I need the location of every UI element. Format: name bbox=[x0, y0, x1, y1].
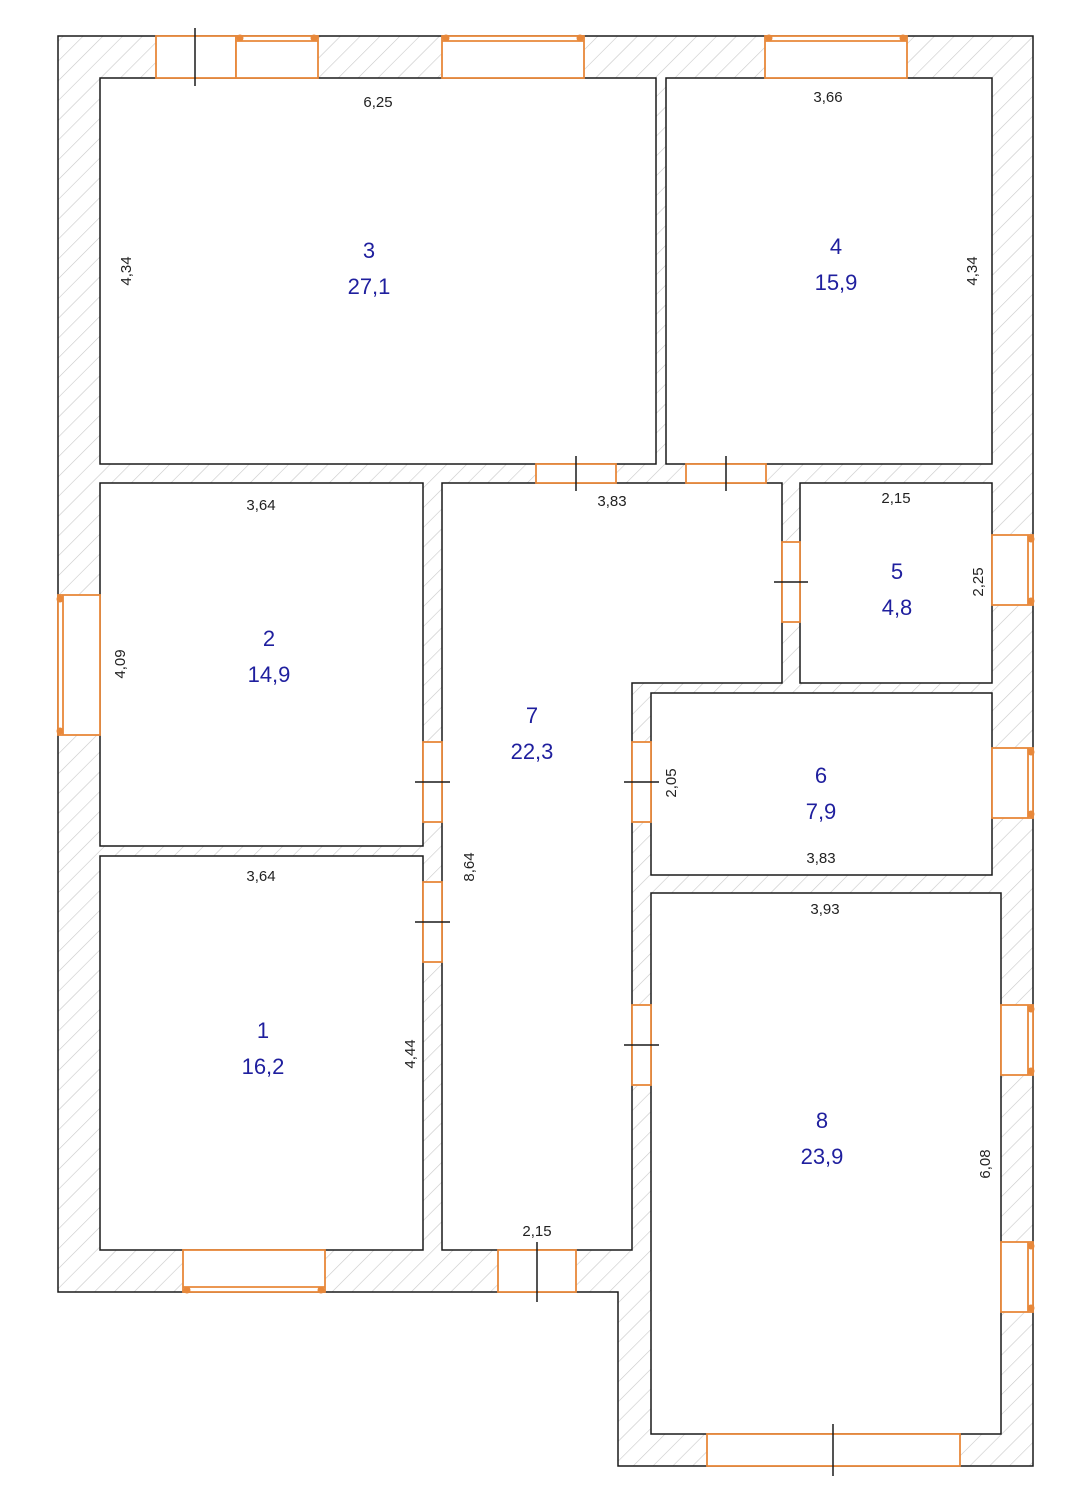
room-3-area: 27,1 bbox=[348, 274, 391, 299]
door-room3-hall bbox=[535, 456, 617, 491]
room-6-floor bbox=[650, 692, 993, 876]
windows bbox=[56, 28, 1035, 1476]
room-labels: 3 27,1 4 15,9 2 14,9 1 16,2 7 22,3 5 4,8… bbox=[242, 234, 913, 1169]
dim-room3-width: 6,25 bbox=[363, 94, 392, 111]
window-right-room8-a bbox=[1000, 1004, 1035, 1076]
dim-room5-height: 2,25 bbox=[970, 567, 987, 596]
window-right-room6 bbox=[991, 747, 1035, 819]
dim-room1-height: 4,44 bbox=[402, 1039, 419, 1068]
room-1-number: 1 bbox=[257, 1018, 269, 1043]
dim-room7-width-top: 3,83 bbox=[597, 493, 626, 510]
dim-room7-width-bottom: 2,15 bbox=[522, 1223, 551, 1240]
window-top-1 bbox=[155, 28, 237, 86]
window-top-4 bbox=[764, 34, 908, 79]
room-4-area: 15,9 bbox=[815, 270, 858, 295]
room-2-floor bbox=[99, 482, 424, 847]
door-room8-hall bbox=[624, 1004, 659, 1086]
room-4-floor bbox=[665, 77, 993, 465]
dim-room2-width: 3,64 bbox=[246, 497, 275, 514]
room-7-area: 22,3 bbox=[511, 739, 554, 764]
door-room4-hall bbox=[685, 456, 767, 491]
dimension-labels: 6,25 4,34 3,66 4,34 3,64 4,09 3,64 4,44 … bbox=[112, 89, 994, 1240]
doors bbox=[415, 456, 808, 1302]
window-bottom-room8 bbox=[706, 1424, 961, 1476]
dim-room1-width: 3,64 bbox=[246, 868, 275, 885]
dim-room2-height: 4,09 bbox=[112, 649, 129, 678]
room-5-floor bbox=[799, 482, 993, 684]
room-1-floor bbox=[99, 855, 424, 1251]
room-1-area: 16,2 bbox=[242, 1054, 285, 1079]
window-left-room2 bbox=[56, 594, 101, 736]
room-6-area: 7,9 bbox=[806, 799, 837, 824]
door-room2-hall bbox=[415, 741, 450, 823]
room-2-number: 2 bbox=[263, 626, 275, 651]
room-2-area: 14,9 bbox=[248, 662, 291, 687]
room-6-number: 6 bbox=[815, 763, 827, 788]
door-room5-hall bbox=[774, 541, 808, 623]
room-3-floor bbox=[99, 77, 657, 465]
dim-room4-height: 4,34 bbox=[964, 256, 981, 285]
dim-room8-height: 6,08 bbox=[977, 1149, 994, 1178]
window-bottom-room1 bbox=[182, 1249, 326, 1294]
dim-room7-length: 8,64 bbox=[461, 852, 478, 881]
dim-room6-height: 2,05 bbox=[663, 768, 680, 797]
room-8-area: 23,9 bbox=[801, 1144, 844, 1169]
window-right-room8-b bbox=[1000, 1241, 1035, 1313]
window-right-room5 bbox=[991, 534, 1035, 606]
dim-room4-width: 3,66 bbox=[813, 89, 842, 106]
room-7-floor bbox=[441, 482, 783, 1251]
window-top-2 bbox=[235, 34, 319, 79]
door-room1-hall bbox=[415, 881, 450, 963]
room-7-number: 7 bbox=[526, 703, 538, 728]
room-4-number: 4 bbox=[830, 234, 842, 259]
room-interiors bbox=[99, 77, 1002, 1435]
dim-room6-width: 3,83 bbox=[806, 850, 835, 867]
room-5-area: 4,8 bbox=[882, 595, 913, 620]
dim-room5-width: 2,15 bbox=[881, 490, 910, 507]
dim-room3-height: 4,34 bbox=[118, 256, 135, 285]
room-8-floor bbox=[650, 892, 1002, 1435]
room-3-number: 3 bbox=[363, 238, 375, 263]
window-top-3 bbox=[441, 34, 585, 79]
room-8-number: 8 bbox=[816, 1108, 828, 1133]
dim-room8-width: 3,93 bbox=[810, 901, 839, 918]
room-5-number: 5 bbox=[891, 559, 903, 584]
door-room6-hall bbox=[624, 741, 659, 823]
door-entrance bbox=[497, 1242, 577, 1302]
